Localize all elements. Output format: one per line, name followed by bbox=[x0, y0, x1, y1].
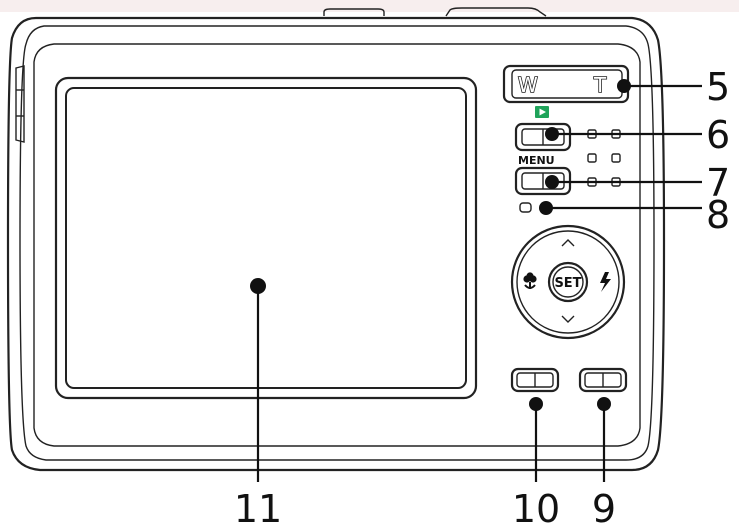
callout-7: 7 bbox=[706, 161, 730, 205]
indicator-square bbox=[587, 153, 597, 163]
callout-dot-9 bbox=[597, 397, 611, 411]
camera-body-outer bbox=[6, 16, 666, 472]
callout-dot-7 bbox=[545, 175, 559, 189]
lcd-screen-bezel bbox=[54, 76, 478, 400]
callout-9: 9 bbox=[592, 487, 616, 529]
callout-dot-11 bbox=[250, 278, 266, 294]
callout-dot-6 bbox=[545, 127, 559, 141]
chevron-up-icon bbox=[561, 239, 575, 247]
callout-10: 10 bbox=[512, 487, 560, 529]
camera-face-panel bbox=[33, 43, 641, 447]
callout-6: 6 bbox=[706, 113, 730, 157]
lcd-screen bbox=[65, 87, 467, 389]
set-button-inner bbox=[552, 266, 584, 298]
callout-8: 8 bbox=[706, 193, 730, 237]
led-indicator bbox=[519, 202, 532, 213]
playback-button bbox=[514, 122, 572, 152]
zoom-tele-label: T bbox=[593, 73, 607, 97]
nav-pad bbox=[510, 224, 626, 340]
callout-11: 11 bbox=[234, 487, 282, 529]
callout-dot-5 bbox=[617, 79, 631, 93]
nav-pad-inner-ring bbox=[516, 230, 620, 334]
top-button-right bbox=[445, 7, 547, 17]
play-icon-triangle bbox=[539, 108, 546, 116]
callout-dot-8 bbox=[539, 201, 553, 215]
callout-5: 5 bbox=[706, 65, 730, 109]
menu-label: MENU bbox=[518, 154, 555, 167]
chevron-down-icon bbox=[561, 315, 575, 323]
indicator-square bbox=[611, 153, 621, 163]
callout-dot-10 bbox=[529, 397, 543, 411]
top-button-left bbox=[323, 8, 385, 16]
set-label: SET bbox=[554, 276, 581, 291]
camera-body-inner bbox=[19, 25, 655, 461]
top-background-band bbox=[0, 0, 739, 12]
bottom-button-left bbox=[510, 367, 560, 393]
bottom-button-right bbox=[578, 367, 628, 393]
zoom-wide-label: W bbox=[518, 73, 538, 97]
set-button bbox=[547, 261, 589, 303]
flash-bolt-icon bbox=[600, 272, 611, 292]
macro-flower-icon bbox=[523, 272, 537, 289]
